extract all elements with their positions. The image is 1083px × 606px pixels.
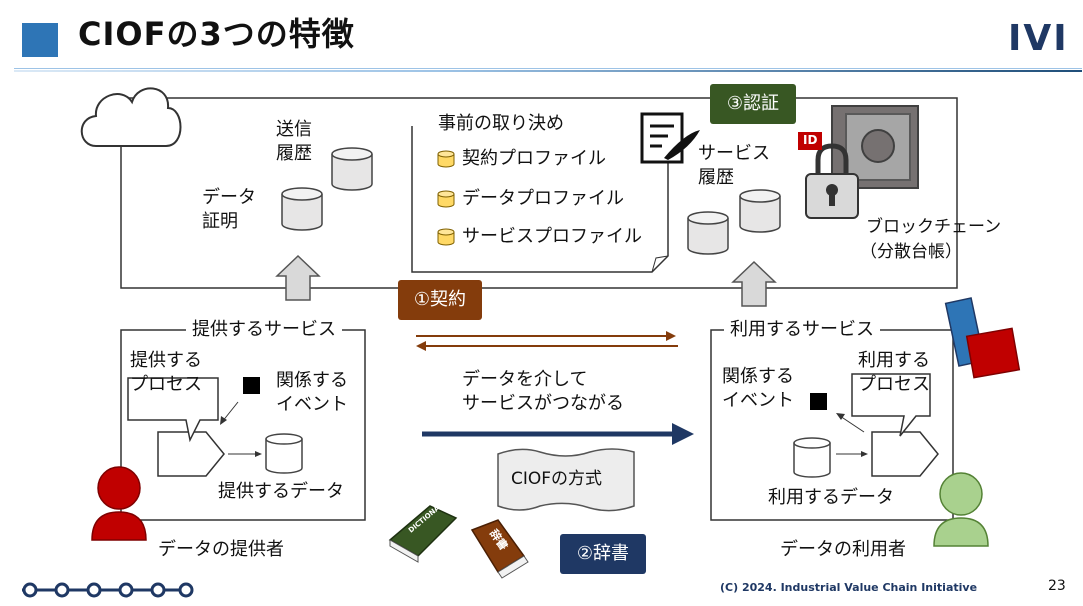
service-history-db-icon [739, 189, 781, 233]
up-arrow-right [731, 260, 777, 307]
blockchain-label-1: ブロックチェーン [866, 217, 1002, 237]
db-icon-data [437, 190, 455, 208]
consumer-event-label-2: イベント [722, 390, 794, 411]
title-accent-square [22, 23, 58, 57]
provider-data-db-icon [265, 433, 303, 474]
provider-service-title: 提供するサービス [186, 319, 342, 341]
consumer-service-title: 利用するサービス [724, 319, 880, 341]
consumer-person-icon [933, 472, 989, 547]
db-icon-service [437, 228, 455, 246]
provider-person-icon [91, 466, 147, 541]
send-history-label-1: 送信 [276, 119, 312, 140]
cloud-icon [80, 87, 182, 147]
ciof-method-label: CIOFの方式 [511, 469, 603, 489]
safe-icon [831, 105, 919, 189]
dictionary-book-icon [388, 505, 458, 563]
service-history-label-2: 履歴 [698, 167, 734, 188]
dictionary-banner: ②辞書 [560, 534, 646, 574]
contract-banner: ①契約 [398, 280, 482, 320]
consumer-process-label-1: 利用する [858, 350, 930, 371]
connect-text-2: サービスがつながる [462, 393, 624, 414]
data-profile-item: データプロファイル [462, 188, 624, 209]
provider-event-label-2: イベント [276, 394, 348, 415]
blockchain-label-2: （分散台帳） [860, 242, 962, 262]
consumer-process-label-2: プロセス [858, 374, 930, 395]
chain-logo [22, 582, 194, 598]
data-proof-label-2: 証明 [202, 211, 238, 232]
consumer-role-label: データの利用者 [780, 539, 906, 560]
consumer-event-label-1: 関係する [722, 366, 794, 387]
connect-text-1: データを介して [462, 369, 588, 390]
provider-data-label: 提供するデータ [218, 481, 344, 502]
provider-event-label-1: 関係する [276, 370, 348, 391]
page-title: CIOFの3つの特徴 [78, 15, 355, 53]
padlock-icon [805, 143, 859, 219]
title-divider [14, 68, 1082, 69]
consumer-data-db-icon [793, 437, 831, 478]
data-proof-label-1: データ [202, 187, 256, 208]
ivi-logo: IVI [1008, 18, 1069, 59]
title-divider-gradient [14, 70, 1082, 72]
service-history-label-1: サービス [698, 143, 770, 164]
consumer-data-label: 利用するデータ [768, 487, 894, 508]
service-history-db-icon-2 [687, 211, 729, 255]
provider-role-label: データの提供者 [158, 539, 284, 560]
copyright-text: (C) 2024. Industrial Value Chain Initiat… [720, 581, 978, 594]
provider-process-label-2: プロセス [130, 374, 202, 395]
send-history-db-icon [331, 147, 373, 191]
jisho-book-icon [470, 519, 529, 579]
up-arrow-left [275, 254, 321, 301]
pre-agreement-title: 事前の取り決め [432, 113, 570, 135]
page-number: 23 [1048, 578, 1066, 594]
service-profile-item: サービスプロファイル [462, 226, 642, 247]
contract-profile-item: 契約プロファイル [462, 148, 606, 169]
method-scroll [497, 448, 635, 512]
db-icon-contract [437, 150, 455, 168]
id-badge: ID [798, 132, 823, 150]
provider-process-label-1: 提供する [130, 350, 202, 371]
cloud-frame [120, 97, 958, 289]
data-proof-db-icon [281, 187, 323, 231]
contract-icon [640, 112, 700, 164]
books-stack-icon [944, 297, 1021, 379]
certification-banner: ③認証 [710, 84, 796, 124]
send-history-label-2: 履歴 [276, 143, 312, 164]
